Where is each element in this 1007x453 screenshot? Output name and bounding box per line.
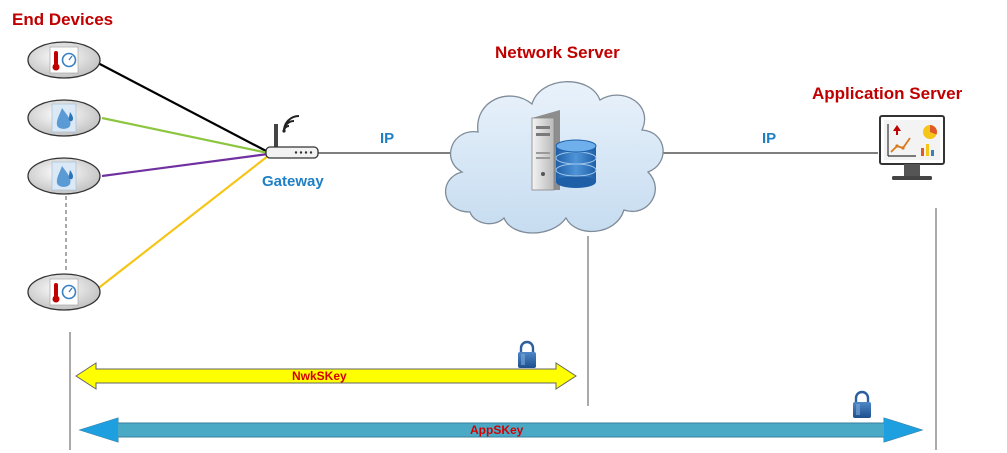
water-drop-icon bbox=[51, 103, 77, 133]
appskey-lock-icon bbox=[853, 390, 871, 418]
gateway-router-icon bbox=[265, 115, 319, 159]
end-device-4 bbox=[27, 273, 101, 311]
nwkskey-lock-icon bbox=[518, 340, 536, 368]
link-device-4 bbox=[95, 155, 269, 291]
network-server-title: Network Server bbox=[495, 43, 620, 62]
network-server-icon bbox=[531, 110, 560, 191]
ip-label-left: IP bbox=[380, 130, 395, 147]
end-device-3 bbox=[27, 157, 101, 195]
appskey-arrow-left-tip bbox=[80, 418, 118, 442]
wifi-signal-icon bbox=[283, 115, 300, 132]
application-server-title: Application Server bbox=[812, 84, 963, 103]
end-device-1 bbox=[27, 41, 101, 79]
link-device-2 bbox=[101, 116, 269, 155]
nwkskey-label: NwkSKey bbox=[292, 369, 347, 383]
link-device-3 bbox=[101, 152, 269, 178]
appskey-arrow-right-tip bbox=[884, 418, 922, 442]
gateway-label: Gateway bbox=[262, 173, 324, 190]
end-device-2 bbox=[27, 99, 101, 137]
analytics-chart-icon bbox=[887, 124, 937, 157]
end-devices-title: End Devices bbox=[12, 10, 114, 29]
thermometer-gauge-icon bbox=[49, 278, 79, 306]
ip-label-right: IP bbox=[762, 130, 777, 147]
nwkskey-arrow bbox=[75, 362, 577, 390]
appskey-label: AppSKey bbox=[470, 423, 524, 437]
thermometer-gauge-icon bbox=[49, 46, 79, 74]
water-drop-icon bbox=[51, 161, 77, 191]
application-server-monitor-icon bbox=[879, 115, 945, 180]
link-device-1 bbox=[95, 61, 269, 153]
database-icon bbox=[555, 139, 597, 188]
